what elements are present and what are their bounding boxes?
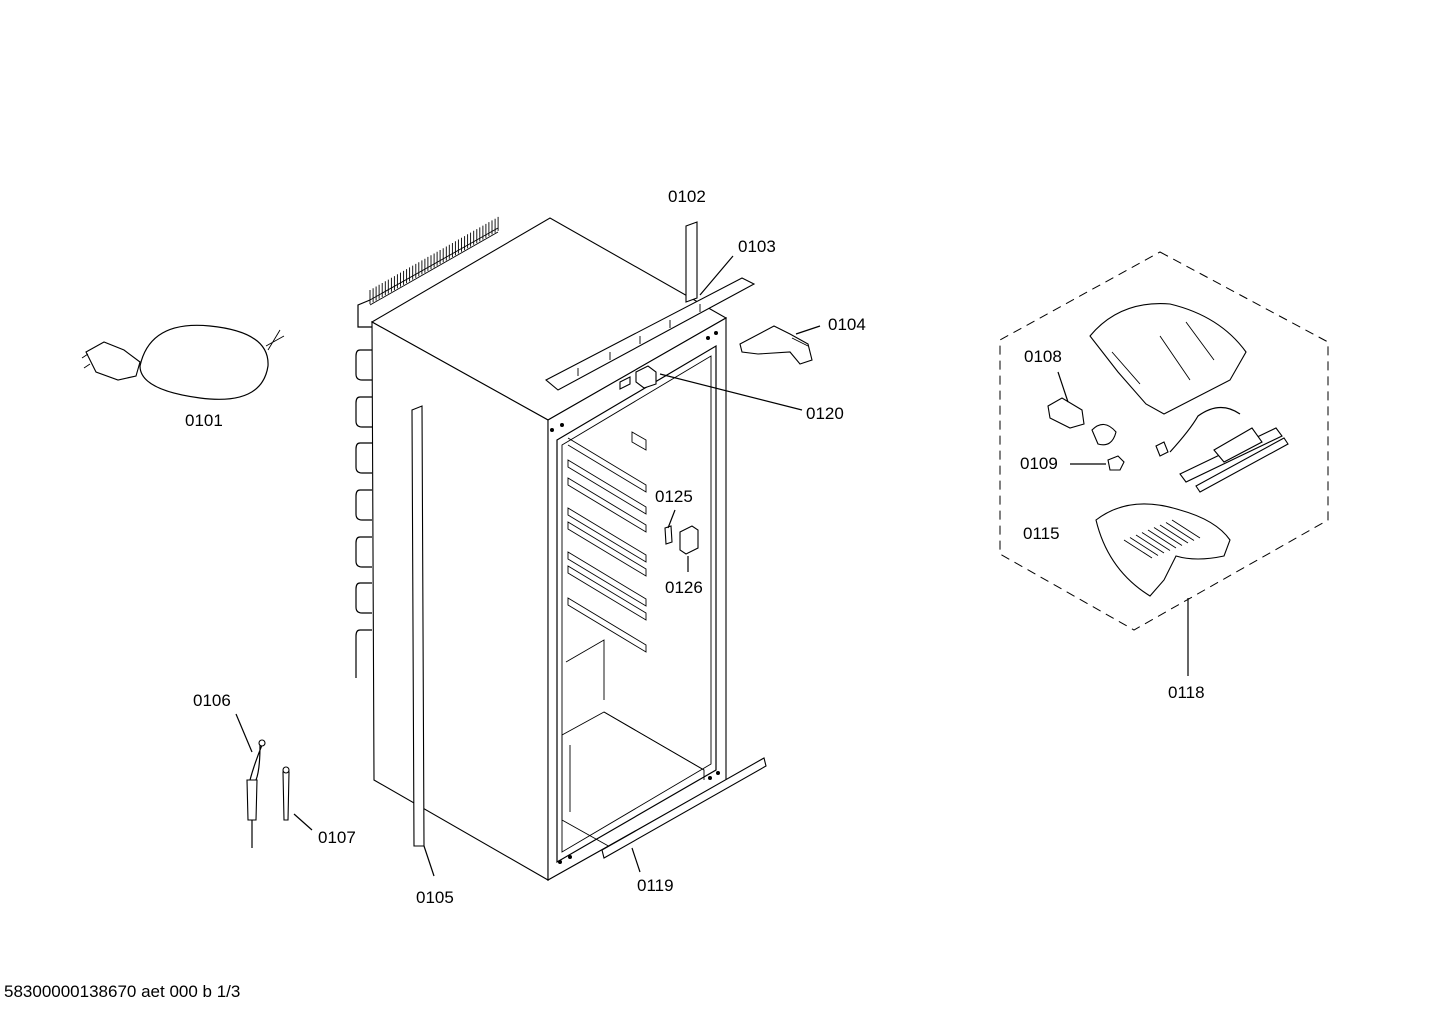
lamp-assembly-0118 — [999, 251, 1329, 631]
label-0102: 0102 — [668, 187, 706, 206]
label-0126: 0126 — [665, 578, 703, 597]
label-0108: 0108 — [1024, 347, 1062, 366]
label-0115: 0115 — [1023, 524, 1060, 543]
label-0125: 0125 — [655, 487, 693, 506]
power-cord-0101 — [81, 324, 285, 400]
sensor-0106 — [246, 739, 266, 848]
label-0103: 0103 — [738, 237, 776, 256]
label-0118: 0118 — [1168, 683, 1205, 702]
connector-0120 — [619, 365, 657, 390]
rail-0102 — [685, 221, 698, 303]
clip-0125 — [664, 525, 673, 545]
seal-strip-0105 — [411, 405, 425, 847]
label-0106: 0106 — [193, 691, 231, 710]
part-labels: 0101 0102 0103 0104 0120 0125 0126 0106 … — [185, 187, 1205, 907]
hinge-0104 — [739, 325, 813, 365]
label-0105: 0105 — [416, 888, 454, 907]
probe-0107 — [282, 766, 290, 821]
document-footer: 58300000138670 aet 000 b 1/3 — [4, 982, 240, 1001]
label-0104: 0104 — [828, 315, 866, 334]
label-0119: 0119 — [637, 876, 674, 895]
leader-lines — [235, 255, 1189, 877]
block-0126 — [679, 525, 699, 555]
top-strip-0103 — [545, 277, 756, 391]
interior-shelf-rails — [561, 431, 705, 849]
label-0107: 0107 — [318, 828, 356, 847]
label-0120: 0120 — [806, 404, 844, 423]
condenser-coil — [355, 216, 499, 678]
bottom-strip-0119 — [601, 757, 767, 859]
label-0109: 0109 — [1020, 454, 1058, 473]
frame-screws — [550, 331, 720, 864]
label-0101: 0101 — [185, 411, 223, 430]
